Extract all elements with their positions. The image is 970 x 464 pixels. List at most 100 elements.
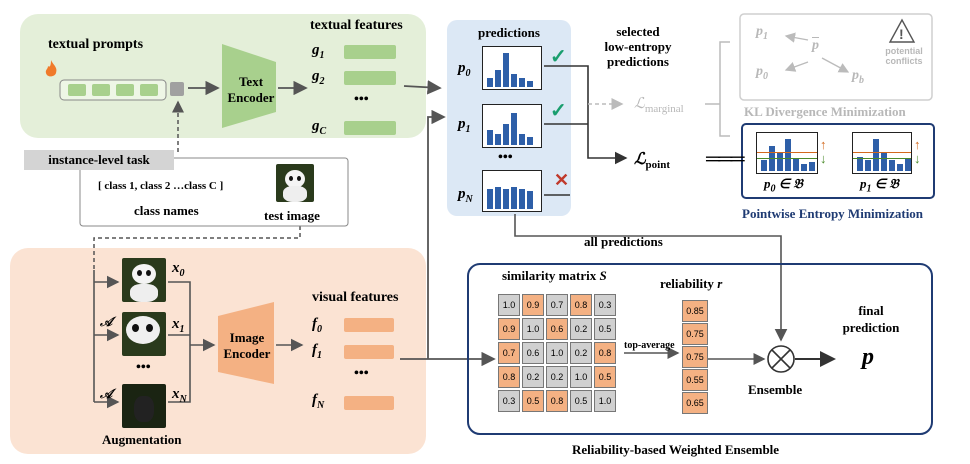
prompt-container: [59, 79, 167, 101]
text-feature-g2: [344, 71, 396, 85]
text-feature-dots: •••: [354, 92, 369, 107]
check-icon: ✓: [550, 46, 567, 68]
equiv-sign: ═══: [706, 148, 744, 170]
visual-feature-fn: [344, 396, 394, 410]
flame-icon: [44, 60, 58, 78]
matrix-cell: 1.0: [522, 318, 544, 340]
visual-feature-fn-label: fN: [312, 392, 325, 411]
hist-bar: [777, 153, 783, 171]
text-feature-g1-label: g1: [312, 42, 325, 61]
reliability-cell: 0.75: [682, 346, 708, 368]
matrix-cell: 1.0: [498, 294, 520, 316]
reliability-cell: 0.75: [682, 323, 708, 345]
hist-bar: [495, 69, 501, 87]
textual-features-title: textual features: [310, 18, 403, 33]
hist-bar: [511, 112, 517, 145]
final-p: p: [862, 344, 874, 370]
reliability-cell: 0.85: [682, 300, 708, 322]
aug-view-1-label: x1: [172, 316, 185, 335]
hist-bar: [519, 77, 525, 87]
hist-bar: [527, 81, 533, 87]
matrix-cell: 0.5: [570, 390, 592, 412]
hist-bar: [519, 189, 525, 209]
final-prediction-label: final prediction: [842, 303, 900, 335]
ensemble-label: Ensemble: [748, 382, 803, 397]
pred-p1-hist: [482, 104, 542, 148]
text-feature-g1: [344, 45, 396, 59]
svg-text:!: !: [899, 26, 904, 42]
ensemble-frame: [467, 263, 933, 435]
text-feature-g2-label: g2: [312, 68, 325, 87]
matrix-cell: 0.9: [498, 318, 520, 340]
kl-pb: pb: [852, 68, 864, 86]
reliability-cell: 0.65: [682, 392, 708, 414]
matrix-cell: 0.8: [594, 342, 616, 364]
pred-p0-hist: [482, 46, 542, 90]
matrix-cell: 1.0: [570, 366, 592, 388]
hist-bar: [487, 77, 493, 87]
matrix-cell: 0.3: [498, 390, 520, 412]
hist-bar: [527, 191, 533, 209]
entropy-line: [853, 151, 911, 154]
hist-bar: [487, 189, 493, 209]
hist-bar: [495, 187, 501, 209]
selected-label: selected low-entropy predictions: [604, 24, 672, 69]
entropy-line: [757, 151, 817, 154]
hist-bar: [865, 160, 871, 171]
matrix-cell: 0.3: [594, 294, 616, 316]
hist-bar: [857, 156, 863, 171]
pred-p0-label: p0: [458, 60, 471, 79]
visual-feature-dots: •••: [354, 366, 369, 381]
text-feature-gc-label: gC: [312, 118, 327, 137]
aug-dots: •••: [136, 360, 151, 375]
hist-bar: [495, 133, 501, 145]
pem-hist-0: [756, 132, 818, 174]
hist-bar: [905, 158, 911, 171]
hist-bar: [881, 153, 887, 171]
matrix-cell: 0.5: [594, 318, 616, 340]
matrix-cell: 0.2: [546, 366, 568, 388]
aug-op-n: 𝒜: [100, 386, 113, 401]
kl-p0: p0: [756, 64, 768, 82]
check-icon: ✓: [550, 100, 567, 122]
hist-bar: [527, 137, 533, 145]
aug-view-0-label: x0: [172, 260, 185, 279]
kl-warning-text: potential conflicts: [885, 46, 923, 66]
pem-arrow-1: ↑↓: [914, 137, 921, 166]
aug-op-1: 𝒜: [100, 314, 113, 329]
hist-bar: [785, 138, 791, 171]
loss-marginal: ℒmarginal: [634, 96, 684, 115]
matrix-cell: 0.5: [594, 366, 616, 388]
matrix-cell: 0.6: [546, 318, 568, 340]
pred-pn-hist: [482, 170, 542, 212]
class-names-label: class names: [134, 203, 199, 218]
entropy-line: [757, 157, 817, 160]
visual-feature-f1: [344, 345, 394, 359]
pem-label-0: p0 ∈ 𝔅: [764, 176, 803, 195]
matrix-cell: 1.0: [546, 342, 568, 364]
text-encoder-label: Text Encoder: [227, 74, 275, 105]
pem-title: Pointwise Entropy Minimization: [742, 206, 924, 221]
aug-view-1: [122, 312, 166, 356]
visual-features-title: visual features: [312, 290, 399, 305]
hist-bar: [503, 124, 509, 145]
top-average-label: top-average: [624, 340, 675, 351]
kl-box-frame: [739, 13, 933, 101]
hist-bar: [889, 160, 895, 171]
predictions-title: predictions: [478, 25, 540, 40]
reliability-title: reliability r: [660, 276, 723, 291]
hist-bar: [511, 187, 517, 209]
ensemble-footer: Reliability-based Weighted Ensemble: [572, 442, 780, 457]
sim-title: similarity matrix S: [502, 268, 607, 283]
textual-prompts-title: textual prompts: [48, 37, 144, 52]
matrix-cell: 0.5: [522, 390, 544, 412]
matrix-cell: 0.2: [522, 366, 544, 388]
hist-bar: [897, 163, 903, 171]
kl-title: KL Divergence Minimization: [744, 104, 906, 119]
aug-view-n-label: xN: [172, 386, 187, 405]
visual-feature-f0: [344, 318, 394, 332]
text-feature-gc: [344, 121, 396, 135]
